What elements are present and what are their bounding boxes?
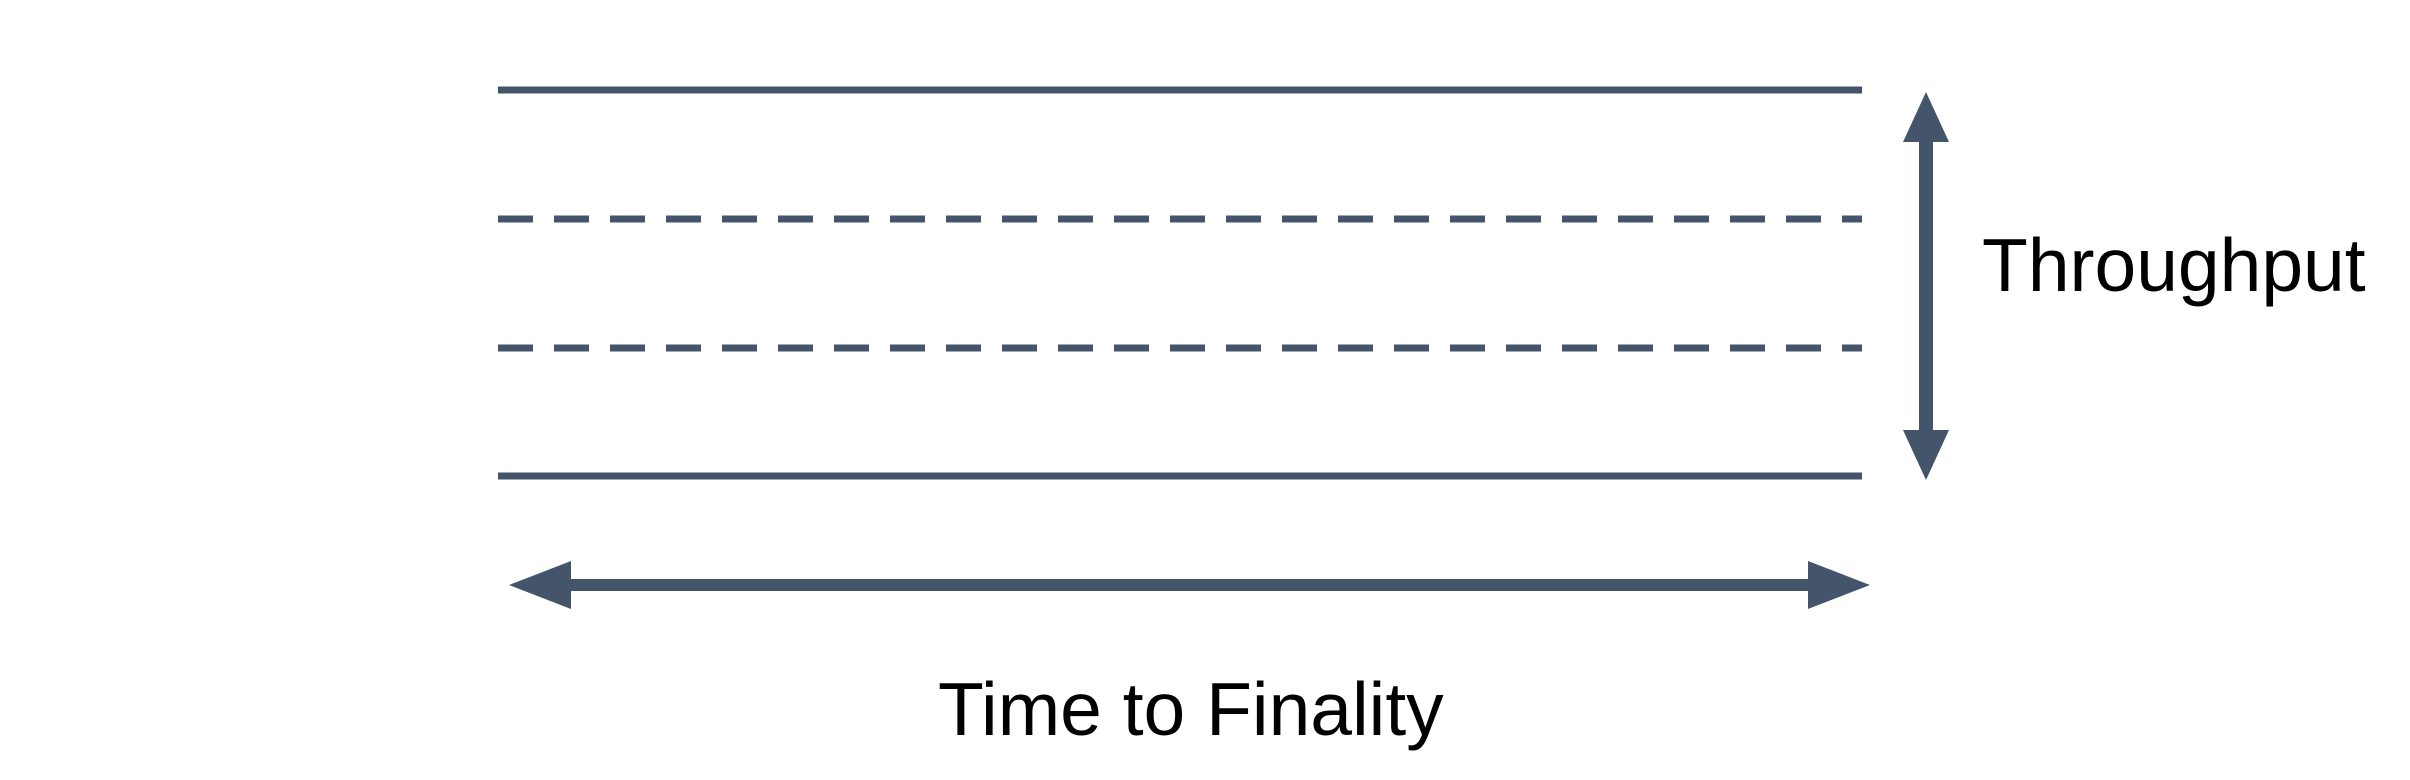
time-to-finality-axis-label: Time to Finality <box>938 667 1444 751</box>
double-headed-horizontal-arrow-icon <box>509 561 1870 609</box>
double-headed-vertical-arrow-icon <box>1903 92 1949 480</box>
throughput-axis-label: Throughput <box>1982 223 2366 307</box>
vertical-arrow-head-down <box>1903 430 1949 480</box>
horizontal-arrow-head-right <box>1808 561 1870 609</box>
vertical-arrow-shaft <box>1919 142 1933 430</box>
lane-group <box>498 86 1862 480</box>
horizontal-arrow-shaft <box>571 579 1808 591</box>
vertical-arrow-head-up <box>1903 92 1949 142</box>
horizontal-arrow-head-left <box>509 561 571 609</box>
